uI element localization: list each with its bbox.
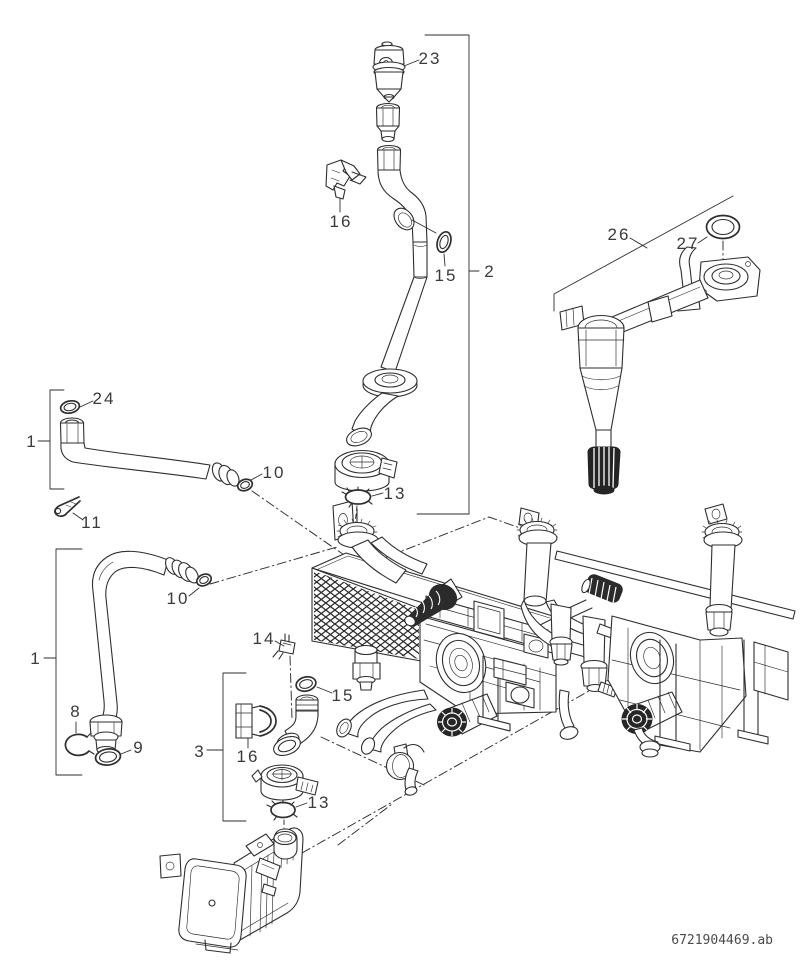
circlip-8 — [64, 732, 95, 757]
leader-23 — [403, 59, 420, 67]
rib-highlights — [588, 577, 617, 604]
pipe-flange — [362, 368, 418, 398]
union-nut-lower — [376, 144, 402, 171]
pipe-1-lower — [64, 550, 213, 766]
pipe-1-upper — [54, 399, 254, 518]
leader-10-upper — [250, 473, 263, 481]
union-nut-upper — [375, 102, 401, 143]
leader-9 — [120, 749, 132, 755]
leader-13-lower — [295, 802, 308, 808]
callout-graphics — [37, 34, 734, 822]
air-vent-valve — [372, 41, 406, 103]
bracket-1-lower — [55, 548, 83, 776]
ribbed-cone-connector — [404, 578, 463, 627]
mixing-unit-assembly — [559, 214, 761, 495]
leader-14 — [274, 640, 285, 647]
pipe-1-upper-tube — [60, 442, 240, 487]
vent-pipe-assembly — [334, 41, 428, 508]
ribbed-nut — [587, 446, 621, 495]
clip-14 — [272, 633, 296, 660]
leader-10-lower — [188, 587, 200, 597]
bracket-3 — [222, 672, 247, 822]
callout-1-upper: 1 — [26, 432, 37, 451]
callout-3: 3 — [194, 742, 205, 761]
document-number: 6721904469.ab — [671, 933, 773, 948]
callout-8: 8 — [70, 702, 81, 721]
leader-13-upper — [371, 492, 384, 497]
callout-23: 23 — [419, 49, 442, 68]
leader-27 — [697, 236, 708, 244]
elbow-assembly-3 — [235, 633, 319, 821]
clip-16-upper — [325, 159, 367, 200]
retaining-ring-upper — [341, 486, 373, 508]
o-ring-15-upper — [436, 230, 452, 254]
callout-16-upper: 16 — [330, 212, 353, 231]
bracket-2 — [416, 34, 470, 515]
o-ring-9 — [94, 748, 122, 766]
o-ring-24 — [59, 399, 81, 415]
rib-highlights — [414, 590, 441, 618]
pump-head-flange — [698, 256, 761, 302]
mixer-arm — [611, 279, 709, 335]
callout-1-lower: 1 — [30, 649, 41, 668]
gasket-27 — [705, 214, 741, 240]
vent-pipe — [377, 169, 428, 373]
callout-16-lower: 16 — [237, 747, 260, 766]
hydraulic-block-right — [516, 503, 796, 758]
pump-coupling-upper — [334, 449, 398, 492]
leader-15-upper — [443, 253, 446, 267]
bracket-26 — [553, 195, 734, 312]
leader-15-lower — [316, 686, 333, 694]
union-nut-pipe1 — [59, 417, 85, 444]
callout-15-upper: 15 — [435, 266, 458, 285]
nut-pipe-2 — [549, 603, 573, 666]
callout-labels: 23 2 16 15 13 26 27 1 24 10 11 1 10 8 9 … — [26, 49, 700, 812]
callout-13-lower: 13 — [308, 793, 331, 812]
callout-24: 24 — [93, 389, 116, 408]
o-ring-10-lower — [195, 573, 213, 587]
funnel-body — [559, 305, 625, 495]
callout-10-lower: 10 — [167, 589, 190, 608]
callout-9: 9 — [133, 738, 144, 757]
callout-2: 2 — [484, 262, 495, 281]
clip-16-lower — [235, 703, 277, 739]
callout-11: 11 — [81, 513, 103, 532]
rib-highlights — [622, 704, 652, 734]
callout-13-upper: 13 — [384, 484, 407, 503]
leader-26 — [629, 237, 648, 249]
bracket-1-upper — [49, 389, 65, 490]
clip-11 — [54, 496, 81, 518]
o-ring-10-upper — [236, 478, 254, 492]
hydraulic-block-center — [336, 536, 557, 796]
elbow-trap — [273, 710, 319, 757]
projection-lines — [209, 240, 724, 854]
callout-27: 27 — [677, 234, 700, 253]
pipe-1-lower-tube — [91, 550, 199, 724]
retaining-ring-lower — [266, 799, 298, 821]
o-ring-15-lower — [295, 675, 317, 693]
circulation-pump — [159, 827, 304, 954]
leader-11 — [72, 512, 84, 521]
callout-26: 26 — [608, 225, 631, 244]
callout-10-upper: 10 — [263, 463, 286, 482]
pipe-1-lower-flange — [89, 714, 123, 755]
pipe-elbow — [346, 392, 399, 447]
pump-coupling-lower — [251, 764, 319, 801]
callout-14: 14 — [253, 629, 276, 648]
rib-highlights — [438, 708, 466, 736]
ribbed-hose-connector — [581, 574, 623, 604]
rib-highlights — [593, 447, 615, 489]
leader-15-port — [411, 219, 437, 234]
leader-24 — [79, 400, 94, 408]
callout-15-lower: 15 — [332, 686, 355, 705]
